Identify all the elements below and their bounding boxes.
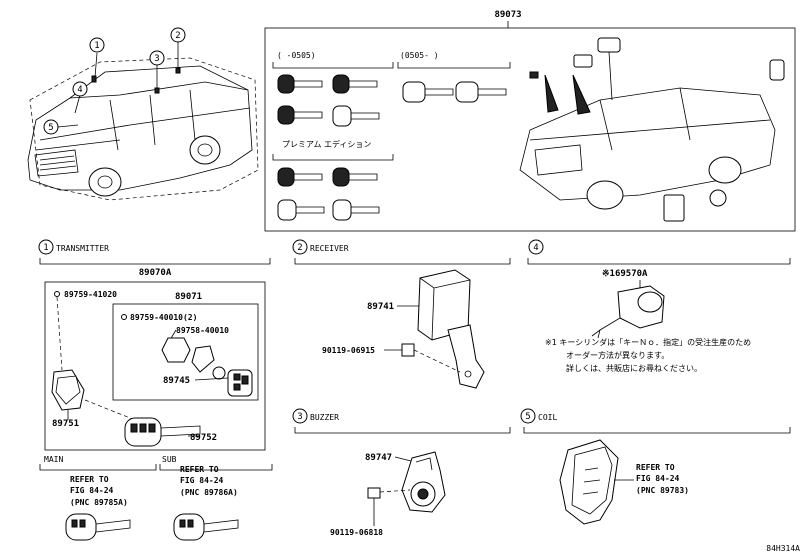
transmitter-case[interactable] — [51, 369, 85, 411]
key-icon[interactable] — [332, 74, 378, 94]
coil-refer-line-2[interactable]: FIG 84-24 — [636, 474, 680, 483]
callout-circles: 1 2 3 4 5 — [43, 27, 186, 135]
premium-edition-label: プレミアム エディション — [282, 139, 371, 149]
part-number-169570A[interactable]: ※169570A — [602, 269, 648, 279]
section-title-coil: COIL — [538, 413, 557, 422]
section-number-5: 5 — [520, 408, 536, 424]
svg-text:1: 1 — [43, 243, 48, 253]
key-icon[interactable] — [65, 513, 131, 541]
sub-refer-line-2[interactable]: FIG 84-24 — [180, 476, 224, 485]
diagram-code: 84H314A — [766, 544, 800, 553]
part-number-90119-06915[interactable]: 90119-06915 — [322, 346, 375, 355]
part-number-89741[interactable]: 89741 — [367, 302, 394, 312]
key-icon[interactable] — [455, 81, 507, 103]
sub-refer-line-1[interactable]: REFER TO — [180, 465, 219, 474]
part-number-89759-40010[interactable]: 89759-40010(2) — [130, 313, 197, 322]
part-number-89071[interactable]: 89071 — [175, 292, 202, 302]
part-number-89070A[interactable]: 89070A — [139, 268, 172, 278]
svg-text:2: 2 — [297, 243, 302, 253]
part-number-89752[interactable]: 89752 — [190, 433, 217, 443]
section-receiver: 2 RECEIVER 89741 90119-06915 — [292, 239, 511, 389]
callout-2[interactable]: 2 — [170, 27, 186, 43]
bolt[interactable] — [367, 487, 381, 499]
gasket[interactable] — [191, 345, 215, 373]
svg-text:3: 3 — [154, 54, 159, 64]
sub-refer-line-3[interactable]: (PNC 89786A) — [180, 488, 238, 497]
svg-text:3: 3 — [297, 412, 302, 422]
section-number-4: 4 — [528, 239, 544, 255]
key-set-frame — [264, 27, 796, 232]
section-title-buzzer: BUZZER — [310, 413, 339, 422]
part-number-89758-40010[interactable]: 89758-40010 — [176, 326, 229, 335]
svg-text:4: 4 — [533, 243, 538, 253]
vehicle-overview — [27, 42, 259, 201]
section-coil: 5 COIL REFER TO FIG 84-24 (PNC 89783) — [520, 408, 791, 525]
section-number-3: 3 — [292, 408, 308, 424]
receiver-bracket[interactable] — [447, 324, 485, 389]
transmitter-frame — [44, 281, 266, 451]
battery[interactable] — [212, 366, 226, 380]
svg-text:5: 5 — [525, 412, 530, 422]
battery-holder[interactable] — [161, 337, 191, 363]
main-refer-line-1[interactable]: REFER TO — [70, 475, 109, 484]
part-number-89747[interactable]: 89747 — [365, 453, 392, 463]
cylinder-note-line-1: ※1 キーシリンダは「キーＮｏ．指定」の受注生産のため — [545, 337, 751, 347]
part-number-89073[interactable]: 89073 — [494, 10, 521, 20]
cylinder-note-line-2: オーダー方法が異なります。 — [566, 350, 669, 360]
svg-text:2: 2 — [175, 31, 180, 41]
section-number-1: 1 — [38, 239, 54, 255]
coil-refer-line-3[interactable]: (PNC 89783) — [636, 486, 689, 495]
part-number-90119-06818[interactable]: 90119-06818 — [330, 528, 383, 537]
cylinder-note-line-3: 詳しくは、共販店にお尋ねください。 — [566, 363, 702, 373]
group-1-label: ( -0505) — [277, 51, 316, 60]
key-icon[interactable] — [332, 199, 380, 221]
key-icon[interactable] — [332, 167, 378, 187]
section-title-transmitter: TRANSMITTER — [56, 244, 109, 253]
part-number-89759-41020[interactable]: 89759-41020 — [64, 290, 117, 299]
key-icon[interactable] — [332, 105, 380, 127]
key-icon[interactable] — [277, 105, 323, 125]
coil-refer-line-1[interactable]: REFER TO — [636, 463, 675, 472]
sub-label: SUB — [162, 455, 177, 464]
part-number-89751[interactable]: 89751 — [52, 419, 79, 429]
section-cylinder: 4 ※169570A ※1 キーシリンダは「キーＮｏ．指定」の受注生産のため オ… — [527, 239, 791, 373]
key-icon[interactable] — [277, 199, 325, 221]
svg-text:4: 4 — [77, 85, 82, 95]
main-label: MAIN — [44, 455, 63, 464]
section-buzzer: 3 BUZZER 89747 90119-06818 — [292, 408, 511, 537]
section-title-receiver: RECEIVER — [310, 244, 349, 253]
key-icon[interactable] — [124, 417, 201, 447]
callout-4[interactable]: 4 — [72, 81, 88, 97]
callout-3[interactable]: 3 — [149, 50, 165, 66]
main-refer-line-2[interactable]: FIG 84-24 — [70, 486, 114, 495]
callout-5[interactable]: 5 — [43, 119, 59, 135]
key-icon[interactable] — [277, 167, 323, 187]
group-2-label: (0505- ) — [400, 51, 439, 60]
main-refer-line-3[interactable]: (PNC 89785A) — [70, 498, 128, 507]
svg-text:5: 5 — [48, 123, 53, 133]
callout-1[interactable]: 1 — [89, 37, 105, 53]
vehicle-lock-set — [519, 37, 785, 222]
section-number-2: 2 — [292, 239, 308, 255]
bolt[interactable] — [401, 343, 415, 357]
key-icon[interactable] — [277, 74, 323, 94]
key-icon-group — [277, 74, 507, 221]
section-transmitter: 1 TRANSMITTER 89070A 89759-41020 89071 8… — [38, 239, 273, 541]
svg-text:1: 1 — [94, 41, 99, 51]
key-icon[interactable] — [173, 513, 239, 541]
key-set-assembly: 89073 ( -0505) プレミアム エディション (0505- ) — [264, 10, 796, 232]
part-number-89745[interactable]: 89745 — [163, 376, 190, 386]
transmitter-sub-frame — [112, 303, 259, 401]
key-icon[interactable] — [402, 81, 454, 103]
